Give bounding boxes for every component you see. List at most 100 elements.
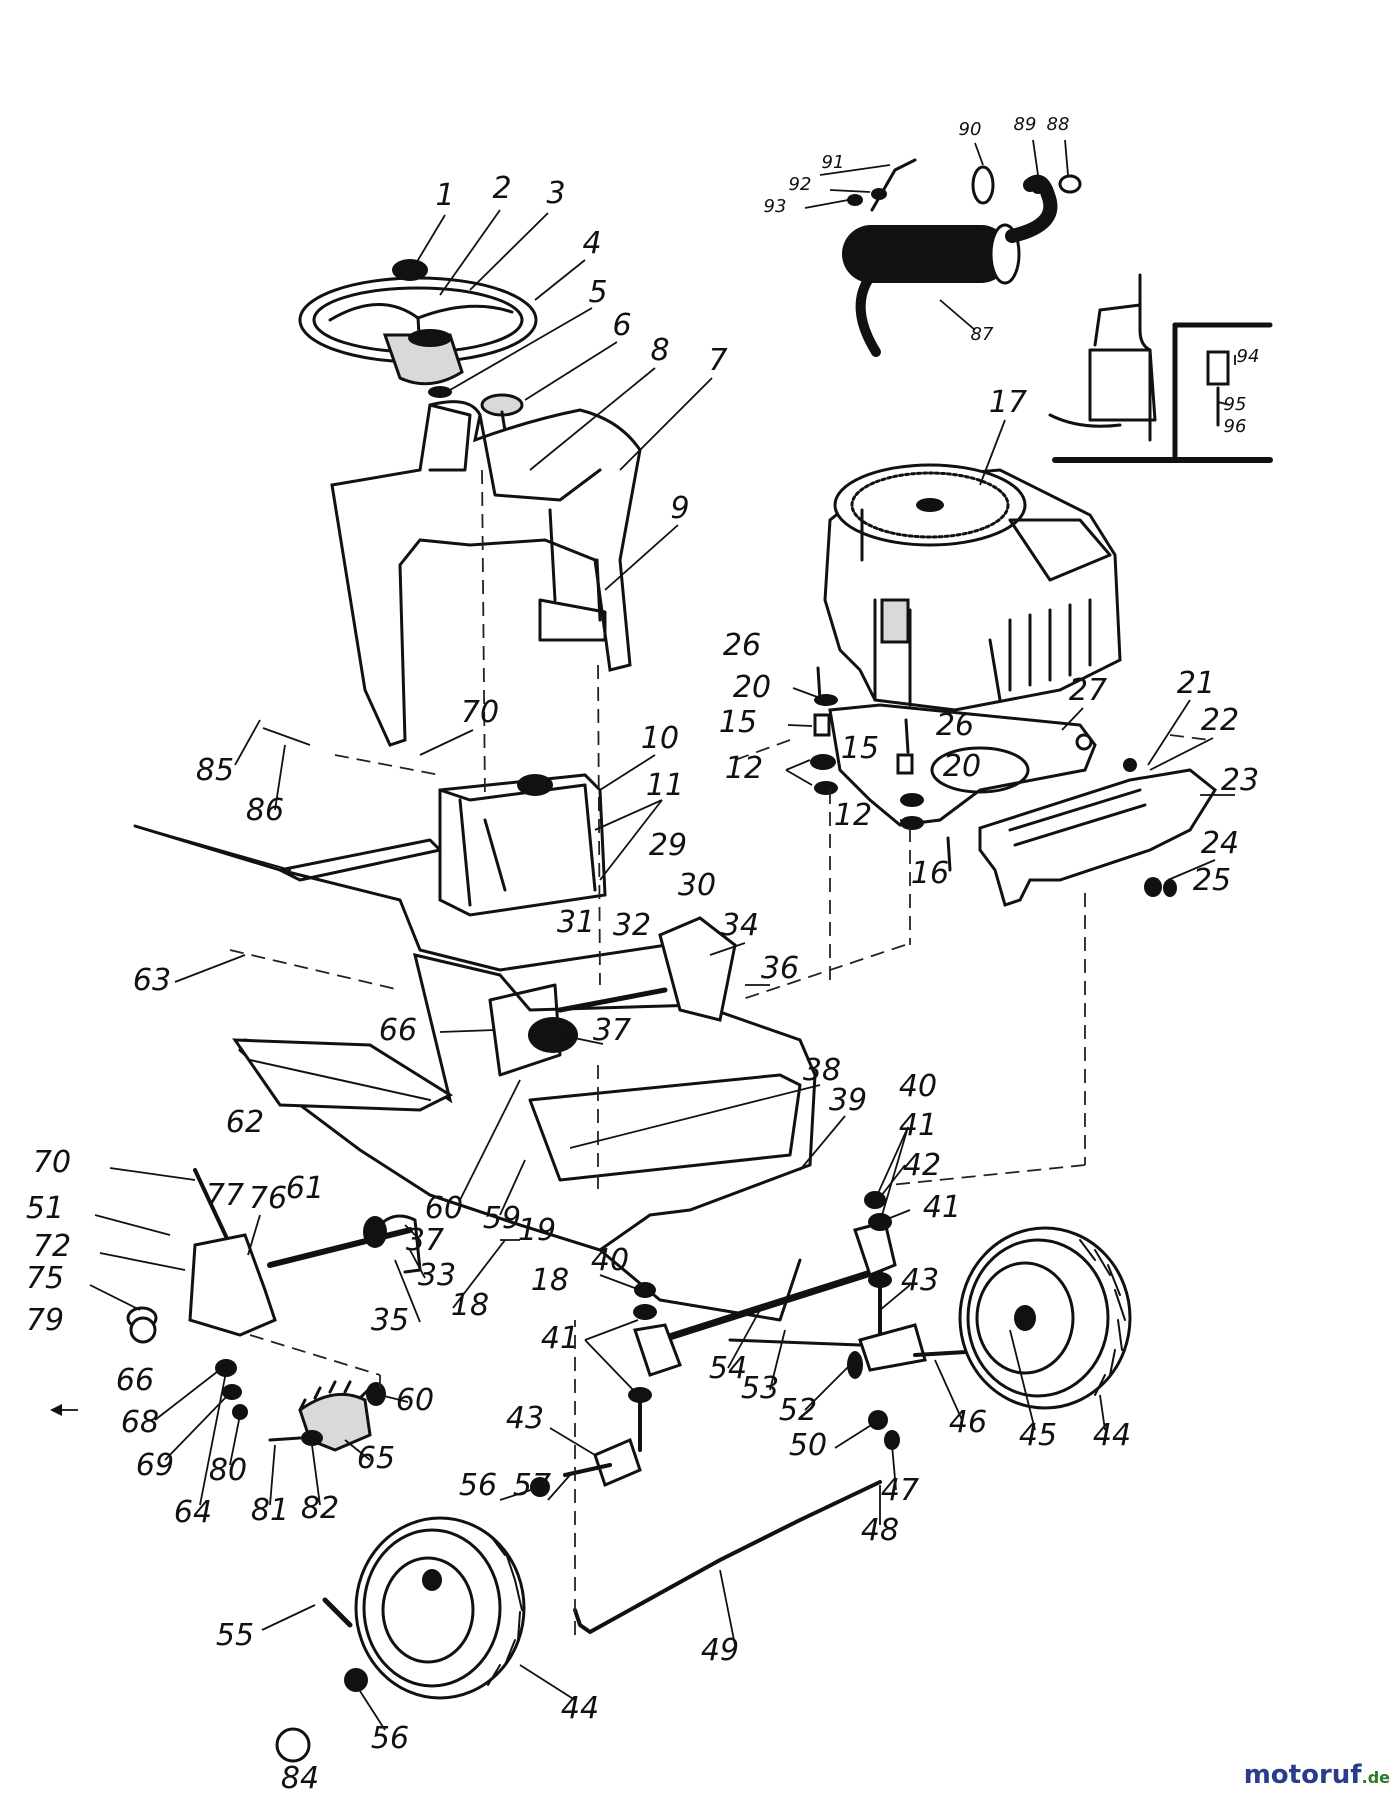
engine-mount-plate: [828, 703, 1097, 827]
part-label-44b: 44: [561, 1691, 599, 1726]
part-label-46: 46: [949, 1405, 987, 1440]
part-label-11: 11: [646, 768, 684, 803]
part-label-2: 2: [492, 171, 511, 206]
direction-arrow: [50, 1404, 78, 1416]
leader-lines: [89, 139, 1236, 1731]
part-label-93: 93: [764, 196, 787, 217]
part-label-90: 90: [959, 119, 982, 140]
part-label-30: 30: [678, 868, 716, 903]
part-label-38: 38: [803, 1053, 841, 1088]
tie-rod: [573, 1480, 882, 1634]
part-label-77: 77: [206, 1178, 244, 1213]
part-label-88: 88: [1047, 114, 1070, 135]
muffler: [842, 158, 1082, 357]
part-label-63: 63: [133, 963, 171, 998]
part-label-20a: 20: [733, 670, 771, 705]
part-label-21: 21: [1177, 666, 1215, 701]
part-label-26a: 26: [723, 628, 761, 663]
part-label-86: 86: [246, 793, 284, 828]
part-label-76: 76: [249, 1181, 287, 1216]
part-label-4: 4: [582, 226, 601, 261]
left-front-wheel: [275, 1477, 550, 1763]
part-label-40b: 40: [591, 1243, 629, 1278]
part-label-45: 45: [1019, 1418, 1057, 1453]
front-axle: [563, 1191, 1002, 1488]
part-label-18b: 18: [531, 1263, 569, 1298]
part-label-56b: 56: [371, 1721, 409, 1756]
part-label-42: 42: [903, 1148, 941, 1183]
steering-wheel: [298, 259, 538, 386]
part-label-81: 81: [251, 1493, 289, 1528]
part-label-16: 16: [911, 856, 949, 891]
part-label-48: 48: [861, 1513, 899, 1548]
part-label-23: 23: [1221, 763, 1259, 798]
part-label-37b: 37: [406, 1223, 444, 1258]
part-label-68: 68: [121, 1405, 159, 1440]
part-label-43b: 43: [506, 1401, 544, 1436]
part-label-62: 62: [226, 1105, 264, 1140]
part-label-56a: 56: [459, 1468, 497, 1503]
steering-shaft-assembly: [126, 1168, 422, 1344]
part-label-65: 65: [357, 1441, 395, 1476]
part-label-60a: 60: [425, 1191, 463, 1226]
part-label-34: 34: [721, 908, 759, 943]
mount-hardware: [810, 666, 952, 872]
part-label-5: 5: [588, 275, 607, 310]
part-label-12b: 12: [834, 798, 872, 833]
part-label-84: 84: [281, 1761, 319, 1796]
part-label-69: 69: [136, 1448, 174, 1483]
part-label-40a: 40: [899, 1069, 937, 1104]
fuel-tank: [438, 773, 607, 917]
part-label-41b: 41: [923, 1190, 961, 1225]
part-label-52: 52: [779, 1393, 817, 1428]
part-label-12a: 12: [725, 751, 763, 786]
part-label-10: 10: [641, 721, 679, 756]
part-label-89: 89: [1014, 114, 1037, 135]
part-label-37a: 37: [593, 1013, 631, 1048]
watermark-logo: motoruf.de: [1244, 1760, 1390, 1790]
part-label-47: 47: [881, 1473, 919, 1508]
part-label-70a: 70: [461, 695, 499, 730]
watermark-text: motoruf: [1243, 1760, 1362, 1790]
part-label-60b: 60: [396, 1383, 434, 1418]
part-label-85: 85: [196, 753, 234, 788]
part-label-51: 51: [26, 1191, 64, 1226]
part-label-75: 75: [26, 1261, 64, 1296]
part-label-22: 22: [1201, 703, 1239, 738]
part-label-31: 31: [557, 905, 595, 940]
assembly-lines: [229, 469, 1211, 1635]
part-label-15a: 15: [719, 705, 757, 740]
part-label-41c: 41: [541, 1321, 579, 1356]
part-label-7: 7: [708, 343, 727, 378]
part-label-54: 54: [709, 1351, 747, 1386]
part-label-18a: 18: [451, 1288, 489, 1323]
part-label-32: 32: [613, 908, 651, 943]
part-label-24: 24: [1201, 826, 1239, 861]
part-label-3: 3: [546, 176, 565, 211]
ignition-inset: [1048, 273, 1273, 463]
part-label-82: 82: [301, 1491, 339, 1526]
seat-pan: [133, 824, 702, 972]
watermark-tld: .de: [1361, 1768, 1390, 1787]
part-label-15b: 15: [841, 731, 879, 766]
part-label-25: 25: [1193, 863, 1231, 898]
part-label-70b: 70: [33, 1145, 71, 1180]
part-label-27: 27: [1069, 673, 1107, 708]
part-label-36: 36: [761, 951, 799, 986]
part-label-29: 29: [649, 828, 687, 863]
part-label-92: 92: [789, 174, 812, 195]
part-label-55: 55: [216, 1618, 254, 1653]
part-label-43a: 43: [901, 1263, 939, 1298]
part-label-87: 87: [971, 324, 994, 345]
part-label-39: 39: [829, 1083, 867, 1118]
right-front-wheel: [958, 1226, 1132, 1410]
part-label-6: 6: [612, 308, 631, 343]
part-label-41a: 41: [899, 1108, 937, 1143]
part-label-80: 80: [209, 1453, 247, 1488]
part-label-19: 19: [518, 1213, 556, 1248]
part-label-26b: 26: [936, 708, 974, 743]
part-label-95: 95: [1224, 394, 1247, 415]
